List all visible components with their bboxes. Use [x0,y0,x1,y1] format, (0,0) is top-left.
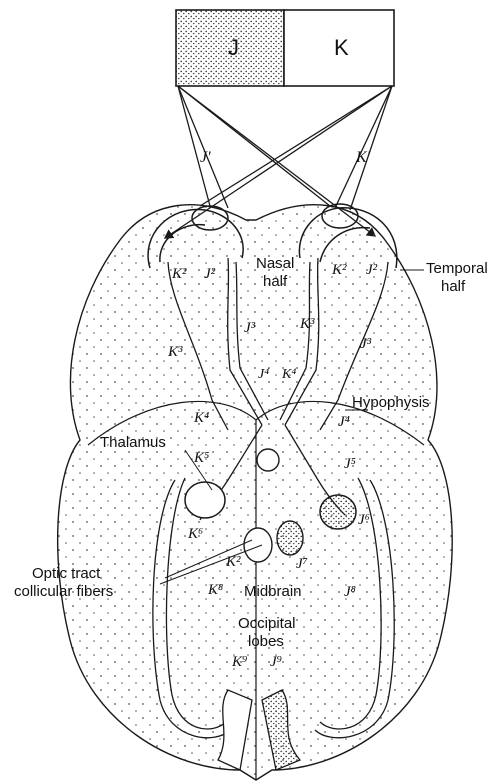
l-k3-label: K³ [167,344,183,360]
visual-field-left-label: J [228,35,239,60]
right-lgn [320,495,356,529]
r-j3-label: J³ [360,336,372,352]
chiasm-k4-label: K⁴ [281,367,296,382]
optic-tract-line-1: Optic tract [32,565,101,582]
hypophysis-body [257,449,279,471]
r-j4-label: J⁴ [338,414,350,430]
temporal-half-line-2: half [441,278,466,295]
r-eye-k2-label: K² [331,262,347,278]
left-ray-label: J' [200,149,211,166]
r-j8-label: J⁸ [344,584,356,600]
l-eye-k2-label: K² [171,266,187,282]
midbrain-label: Midbrain [244,583,302,600]
r-eye-j2-label: J² [366,262,378,278]
r-j9-label: J⁹ [270,654,282,670]
occipital-lobes-line-1: Occipital [238,615,296,632]
l-j3-label: J³ [244,320,256,336]
hypophysis-label: Hypophysis [352,394,430,411]
left-colliculus [244,528,272,562]
l-eye-j2-label: J² [204,266,216,282]
r-k3-label: K³ [299,316,315,332]
l-k8-label: K⁸ [207,582,223,598]
right-colliculus [277,521,303,555]
optic-tract-line-2: collicular fibers [14,583,113,600]
brain-outline [58,205,453,780]
left-lgn [185,482,225,518]
visual-field-box [176,10,394,86]
l-k5-label: K⁵ [193,450,209,466]
r-j5-label: J⁵ [344,456,356,472]
visual-field-right-label: K [334,35,349,60]
r-j6-label: J⁶ [358,512,370,528]
nasal-half-line-2: half [263,273,288,290]
chiasm-j4-label: J⁴ [258,367,269,382]
nasal-half-line-1: Nasal [256,255,294,272]
optic-tract-label: Optic tract collicular fibers [14,565,113,600]
l-k9-label: K⁹ [231,654,247,670]
right-ray-label: K' [355,149,371,166]
temporal-half-line-1: Temporal [426,260,488,277]
l-k4-label: K⁴ [193,410,209,426]
temporal-half-label: Temporal half [426,260,492,295]
mid-j7-label: J⁷ [296,556,308,572]
l-k6-label: K⁶ [187,526,203,542]
mid-k2-label: K² [225,554,241,570]
occipital-lobes-line-2: lobes [248,633,284,650]
thalamus-label: Thalamus [100,434,166,451]
